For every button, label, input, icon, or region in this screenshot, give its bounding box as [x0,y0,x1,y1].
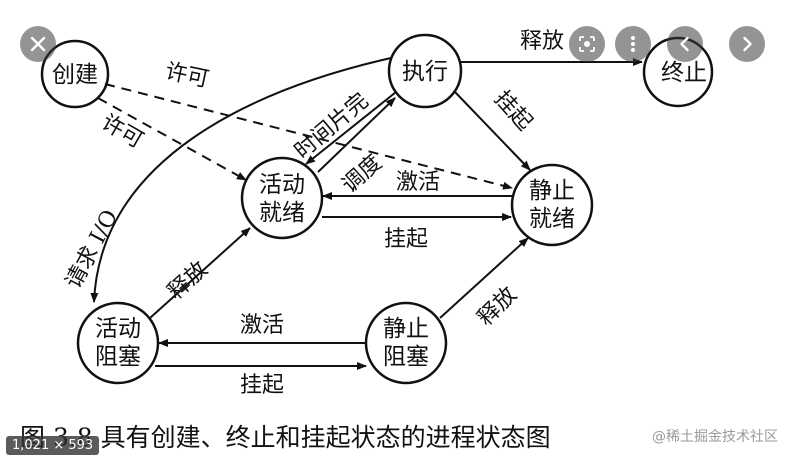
more-vert-icon [631,36,635,52]
figure-caption-area: 图 3.8 具有创建、终止和挂起状态的进程状态图 [0,418,790,458]
next-button[interactable] [729,26,765,62]
label-activate-bottom: 激活 [240,313,284,338]
edge-permit-left [97,97,247,181]
label-permit-left: 许可 [97,110,148,154]
label-suspend-exec: 挂起 [489,86,537,135]
node-active-blocked [76,301,160,385]
watermark: @稀土掘金技术社区 [652,429,778,445]
edge-suspend-exec [454,91,531,171]
close-icon [30,36,46,52]
label-release-top: 释放 [520,29,564,54]
close-button[interactable] [20,26,56,62]
node-static-blocked [364,301,448,385]
node-create [40,39,110,109]
label-dispatch: 调度 [338,150,387,198]
label-static-blocked-1: 静止 [383,316,429,342]
edge-request-io [90,57,392,303]
edge-time-slice [305,91,397,165]
edge-release-left [149,227,251,319]
label-terminate: 终止 [661,60,707,86]
edge-dispatch [317,97,396,173]
label-active-ready-1: 活动 [259,172,305,198]
node-active-ready [240,156,324,240]
edge-permit-top [104,83,513,190]
node-static-ready [510,163,594,247]
label-create: 创建 [52,62,98,88]
label-active-ready-2: 就绪 [259,200,305,226]
chevron-right-icon [743,36,752,52]
previous-button[interactable] [667,26,703,62]
label-time-slice: 时间片完 [290,88,373,164]
label-suspend-bottom: 挂起 [240,373,284,398]
image-dimensions-badge: 1,021 × 593 [6,436,100,455]
label-release-left: 释放 [163,257,212,305]
node-execute [387,33,463,109]
label-static-ready-2: 就绪 [529,206,575,232]
chevron-left-icon [680,36,689,52]
label-permit-top: 许可 [163,59,211,93]
label-execute: 执行 [402,59,448,85]
label-static-ready-1: 静止 [529,178,575,204]
label-active-blocked-1: 活动 [95,316,141,342]
more-options-button[interactable] [615,26,651,62]
label-release-right: 释放 [473,282,522,331]
label-activate-mid: 激活 [396,170,440,195]
edge-release-right [439,237,529,319]
label-suspend-mid: 挂起 [384,227,428,252]
figure-caption: 图 3.8 具有创建、终止和挂起状态的进程状态图 [20,423,551,452]
label-static-blocked-2: 阻塞 [383,344,429,370]
label-active-blocked-2: 阻塞 [95,344,141,370]
lens-button[interactable] [569,26,605,62]
label-request-io: 请求 I/O [61,206,123,293]
lens-icon [579,36,595,52]
